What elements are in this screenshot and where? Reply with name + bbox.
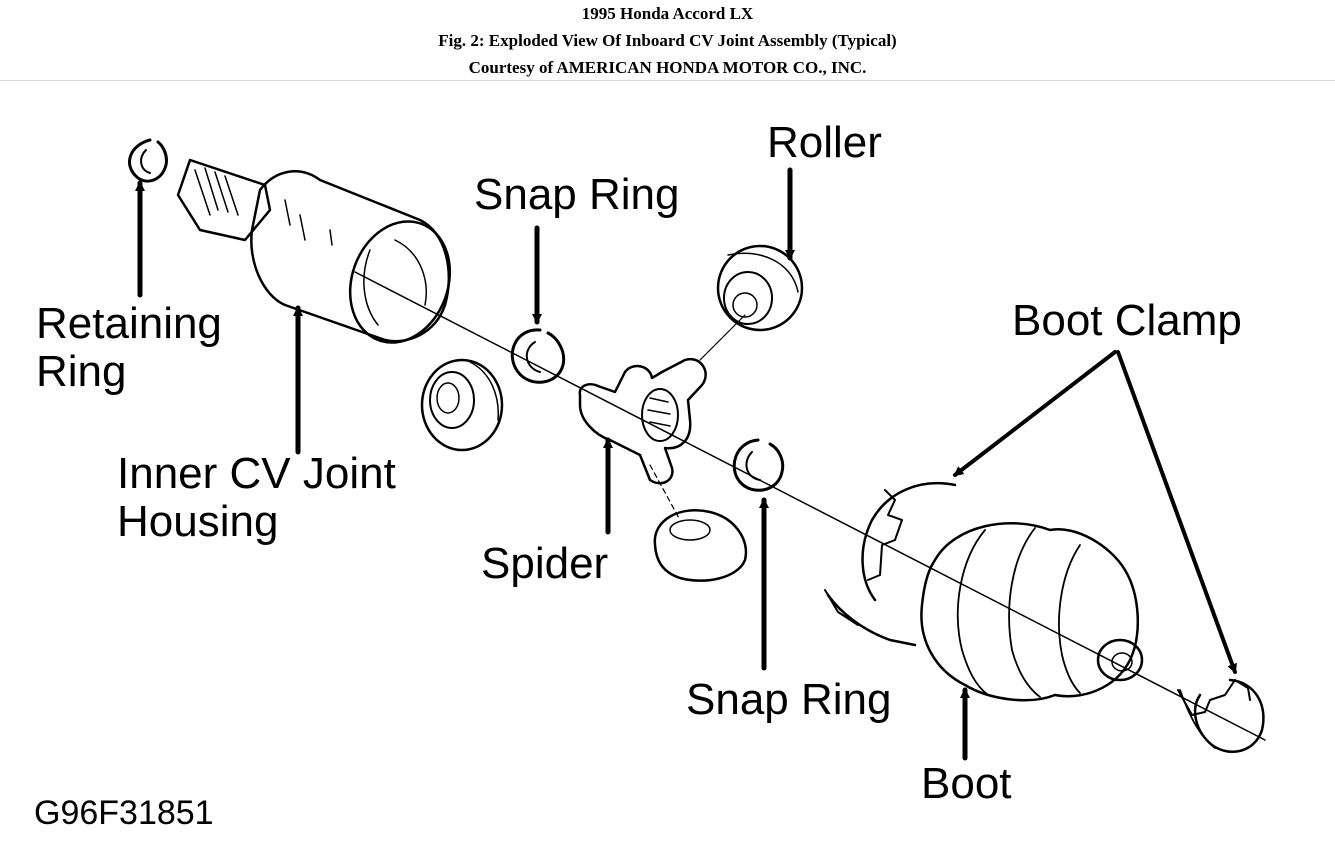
retaining-ring-label-line2: Ring [36, 347, 127, 396]
courtesy-line: Courtesy of AMERICAN HONDA MOTOR CO., IN… [468, 58, 867, 77]
roller-bottom-part [653, 509, 748, 582]
boot-clamp-arrow-right [1116, 350, 1237, 674]
boot-label: Boot [921, 759, 1012, 808]
boot-clamp-small-part [1177, 678, 1265, 754]
figure-header: 1995 Honda Accord LX Fig. 2: Exploded Vi… [0, 0, 1335, 80]
boot-clamp-arrow-left [953, 350, 1117, 477]
retaining-ring-part [128, 138, 168, 183]
spider-label: Spider [481, 539, 608, 588]
boot-clamp-label: Boot Clamp [1012, 296, 1242, 345]
figure-caption: Fig. 2: Exploded View Of Inboard CV Join… [438, 31, 897, 50]
leader-arrows [135, 167, 1237, 761]
vehicle-title: 1995 Honda Accord LX [581, 4, 754, 23]
snap-ring-top-label: Snap Ring [474, 170, 679, 219]
snap-ring-top-part [510, 328, 566, 384]
roller-label: Roller [767, 118, 882, 167]
figure-code: G96F31851 [34, 794, 214, 832]
snap-ring-bottom-part [732, 438, 785, 492]
spider-part [578, 357, 707, 485]
retaining-ring-label-line1: Retaining [36, 299, 222, 348]
roller-top-part [716, 244, 804, 332]
inner-cv-label-line2: Housing [117, 497, 278, 546]
snap-ring-bottom-label: Snap Ring [686, 675, 891, 724]
roller-left-part [420, 358, 504, 452]
inner-cv-joint-housing-part [176, 158, 452, 344]
boot-clamp-large-part [824, 481, 957, 647]
header-divider [0, 80, 1335, 81]
inner-cv-label-line1: Inner CV Joint [117, 449, 396, 498]
boot-part [920, 522, 1144, 702]
